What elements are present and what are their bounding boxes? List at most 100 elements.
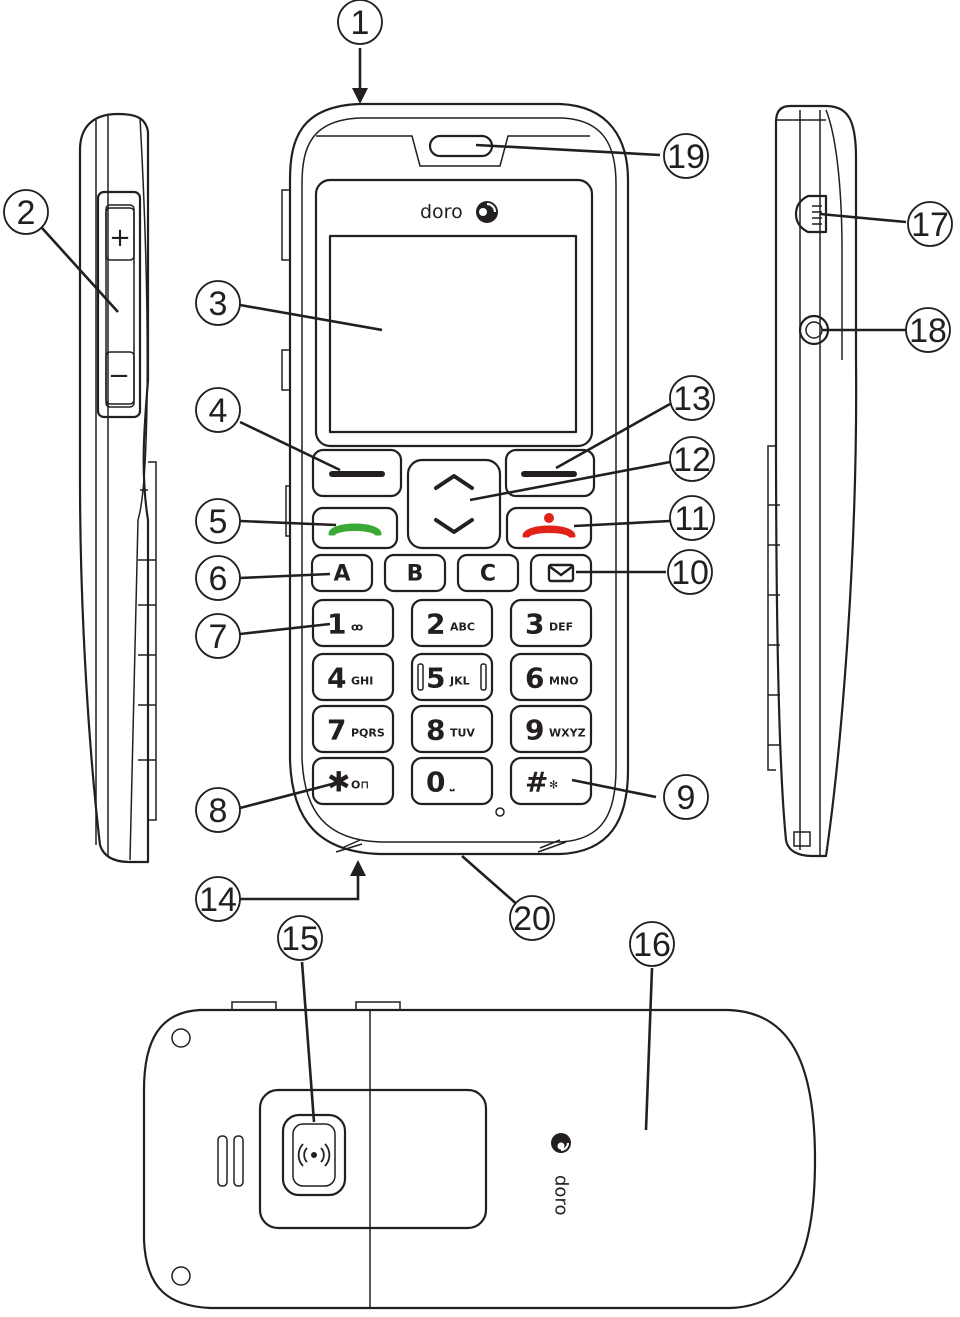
key-body[interactable]	[410, 704, 494, 754]
callout-11: 11	[669, 495, 715, 541]
key-letters: WXYZ	[549, 727, 586, 740]
callout-19: 19	[663, 133, 709, 179]
callout-15: 15	[277, 915, 323, 961]
memory-key-label: B	[407, 562, 424, 587]
key-body[interactable]	[509, 704, 593, 754]
usb-port[interactable]	[794, 194, 828, 234]
phone-green-icon	[328, 523, 382, 536]
key-body[interactable]	[311, 756, 395, 806]
callout-label: 13	[673, 380, 711, 418]
key-0[interactable]: 0⎵	[410, 756, 494, 806]
key-body[interactable]	[311, 704, 395, 754]
navigation-key[interactable]	[406, 458, 502, 550]
key-letters: ꝏ	[351, 621, 363, 634]
key-hash[interactable]: #✻	[509, 756, 593, 806]
memory-key-b[interactable]: B	[383, 553, 447, 593]
key-body[interactable]	[410, 756, 494, 806]
key-body[interactable]	[509, 598, 593, 648]
key-body[interactable]	[509, 652, 593, 702]
arrow-up-icon	[434, 474, 474, 490]
brand-logo-icon	[476, 201, 498, 223]
callout-label: 16	[633, 926, 671, 964]
microphone	[495, 807, 505, 817]
leader-lines	[41, 48, 907, 1131]
callout-2: 2	[3, 189, 49, 235]
callout-label: 18	[909, 312, 947, 350]
brand-logo-back: doro	[551, 1175, 572, 1215]
callouts: 1 2 3 4 5 6 7 8 9 10 11 12 13 14 15 16 1…	[3, 0, 953, 967]
key-digit: 7	[327, 714, 346, 747]
callout-label: 11	[674, 500, 709, 538]
key-digit: 2	[426, 608, 445, 641]
memory-key-a[interactable]: A	[310, 553, 374, 593]
front-view: doro A B C	[281, 102, 630, 856]
callout-label: 9	[677, 779, 696, 817]
callout-label: 20	[513, 900, 551, 938]
tactile-bump-left	[417, 663, 424, 691]
key-letters: GHI	[351, 675, 373, 688]
arrow-14-icon	[350, 860, 366, 876]
key-body[interactable]	[311, 652, 395, 702]
phone-red-icon	[522, 525, 576, 538]
callout-10: 10	[667, 549, 713, 595]
callout-18: 18	[905, 307, 951, 353]
key-body[interactable]	[410, 598, 494, 648]
key-body[interactable]	[509, 756, 593, 806]
brand-logo-back-icon	[551, 1133, 571, 1153]
callout-12: 12	[669, 436, 715, 482]
key-9[interactable]: 9 WXYZ	[509, 704, 593, 754]
key-letters: PQRS	[351, 727, 385, 740]
callout-label: 14	[199, 881, 237, 919]
key-digit: 9	[525, 714, 544, 747]
callout-17: 17	[907, 201, 953, 247]
key-digit: ✱	[327, 766, 350, 799]
memory-key-label: A	[333, 562, 350, 587]
key-letters: DEF	[549, 621, 573, 634]
brand-logo-front: doro	[420, 201, 463, 223]
volume-rocker[interactable]	[96, 190, 142, 419]
memory-key-c[interactable]: C	[456, 553, 520, 593]
lanyard-hole-bottom	[171, 1266, 191, 1286]
key-letters: ABC	[450, 621, 475, 634]
callout-label: 19	[667, 138, 705, 176]
callout-label: 12	[673, 441, 711, 479]
callout-8: 8	[195, 787, 241, 833]
key-digit: 6	[525, 662, 544, 695]
callout-13: 13	[669, 375, 715, 421]
key-digit: 8	[426, 714, 445, 747]
callout-label: 8	[209, 792, 228, 830]
key-2[interactable]: 2 ABC	[410, 598, 494, 648]
envelope-icon	[547, 563, 575, 583]
callout-label: 6	[209, 560, 228, 598]
callout-label: 3	[209, 285, 228, 323]
key-letters: ✻	[549, 779, 558, 792]
volume-down-button[interactable]	[105, 351, 135, 405]
key-letters: O⊓	[351, 779, 369, 792]
key-digit: 1	[327, 608, 346, 641]
key-star[interactable]: ✱O⊓	[311, 756, 395, 806]
callout-9: 9	[663, 774, 709, 820]
key-body[interactable]	[311, 598, 395, 648]
key-digit: #	[525, 766, 548, 799]
callout-label: 1	[351, 4, 370, 42]
key-digit: 0	[426, 766, 445, 799]
callout-label: 7	[209, 618, 228, 656]
key-body[interactable]	[410, 652, 494, 702]
volume-up-button[interactable]	[105, 207, 135, 261]
callout-label: 15	[281, 920, 319, 958]
callout-label: 4	[209, 392, 228, 430]
callout-4: 4	[195, 387, 241, 433]
lanyard-hole-top	[171, 1028, 191, 1048]
left-side-view: + −	[78, 112, 157, 864]
display	[328, 234, 578, 434]
callout-label: 2	[17, 194, 36, 232]
volume-down-label: −	[108, 361, 130, 391]
key-7[interactable]: 7 PQRS	[311, 704, 395, 754]
